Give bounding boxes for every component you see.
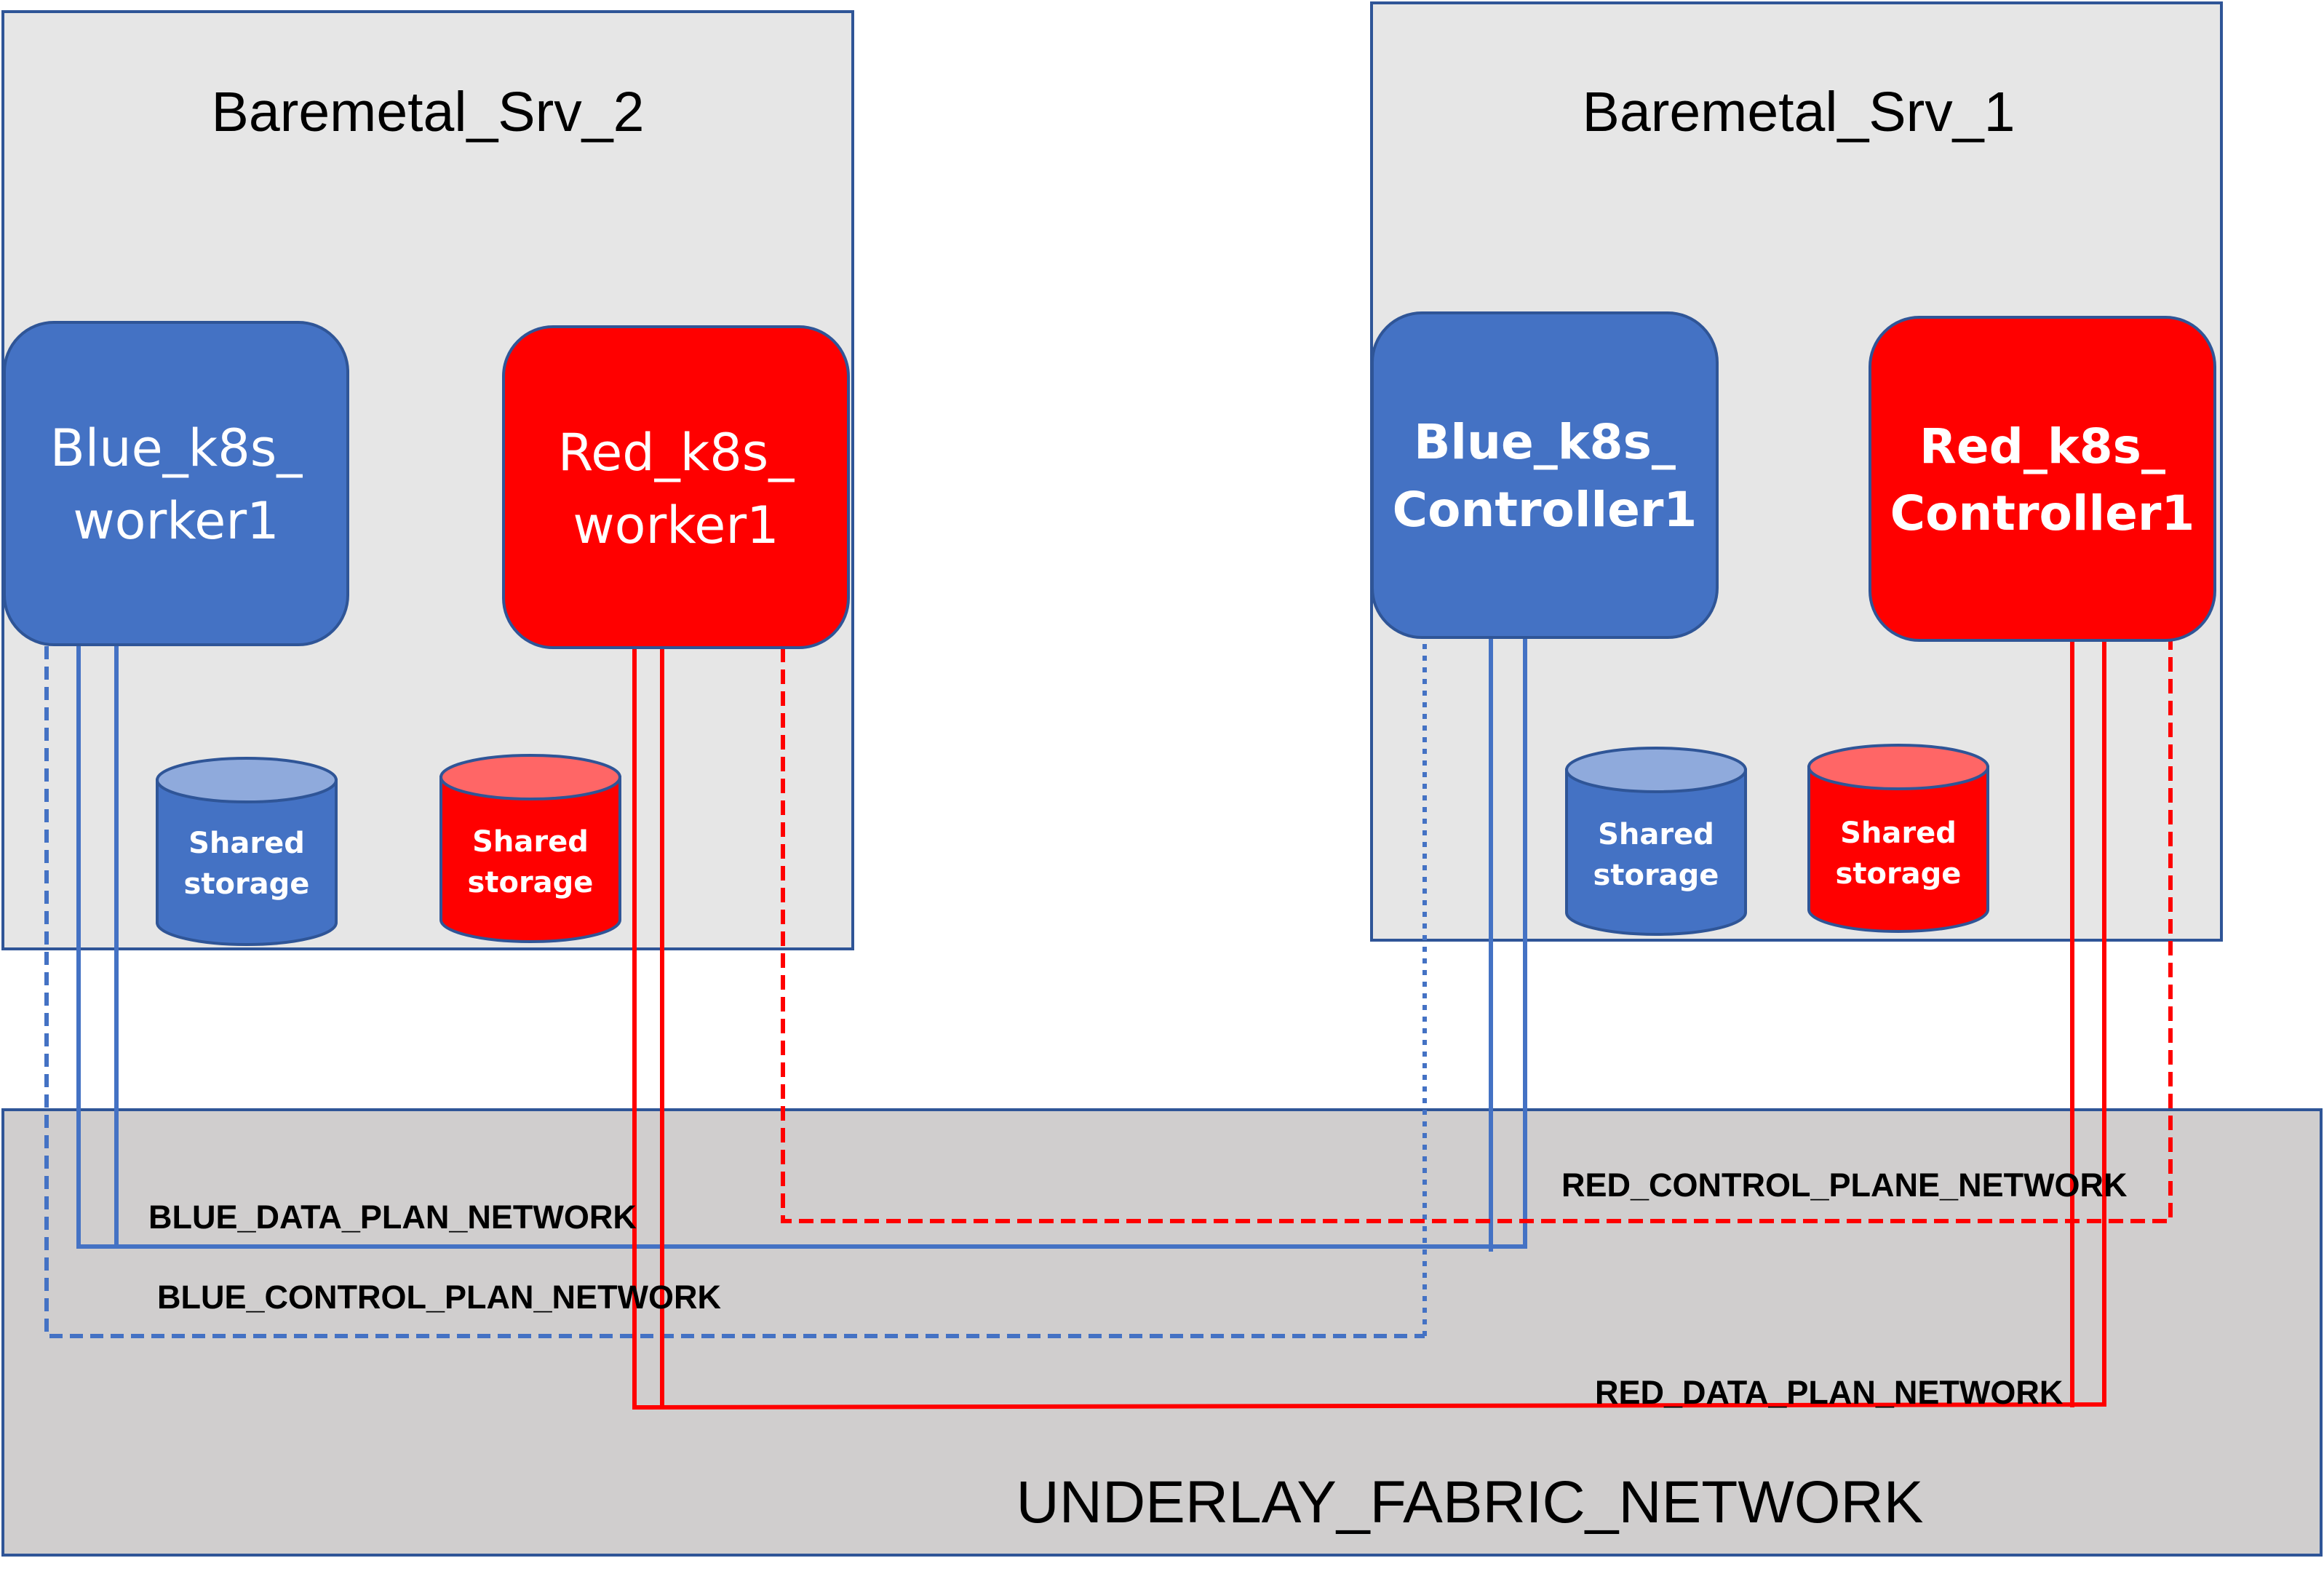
red-data-plan-network-lines	[632, 640, 2106, 1410]
storage-label-line1: Shared	[1840, 816, 1957, 850]
storage-cylinder-srv2-red: Shared storage	[439, 754, 621, 943]
blue-data-plan-network-label: BLUE_DATA_PLAN_NETWORK	[148, 1199, 637, 1236]
node-label-line1: Red_k8s_	[558, 423, 795, 482]
storage-cylinder-srv1-blue: Shared storage	[1565, 747, 1747, 936]
storage-cylinder-srv2-blue: Shared storage	[156, 757, 338, 946]
node-label-line2: worker1	[573, 496, 779, 555]
storage-label-line1: Shared	[188, 827, 305, 860]
node-label-line2: worker1	[73, 491, 279, 551]
red-data-plan-network-label: RED_DATA_PLAN_NETWORK	[1595, 1374, 2064, 1411]
storage-cylinder-srv1-red: Shared storage	[1807, 744, 1989, 933]
node-label-line2: Controller1	[1393, 482, 1698, 538]
storage-label-line2: storage	[468, 866, 594, 899]
blue-control-plan-network-label: BLUE_CONTROL_PLAN_NETWORK	[157, 1279, 722, 1316]
server-title-srv1: Baremetal_Srv_1	[1583, 81, 2015, 143]
node-blue-k8s-controller1: Blue_k8s_ Controller1	[1371, 311, 1719, 639]
node-red-k8s-worker1: Red_k8s_ worker1	[502, 325, 850, 649]
red-control-plane-network-line	[781, 640, 2173, 1223]
node-label-line1: Red_k8s_	[1919, 418, 2165, 474]
storage-label-line2: storage	[1836, 857, 1962, 891]
storage-label-line1: Shared	[1598, 818, 1714, 851]
storage-label-line1: Shared	[472, 825, 589, 859]
node-label-line1: Blue_k8s_	[50, 418, 303, 478]
red-control-plane-network-label: RED_CONTROL_PLANE_NETWORK	[1561, 1166, 2128, 1204]
node-blue-k8s-worker1: Blue_k8s_ worker1	[3, 321, 349, 646]
blue-control-plan-network-line	[44, 646, 1425, 1338]
node-label-line2: Controller1	[1890, 485, 2195, 541]
underlay-fabric-box	[1, 1108, 2323, 1557]
server-title-srv2: Baremetal_Srv_2	[212, 81, 645, 143]
storage-label-line2: storage	[1593, 859, 1719, 892]
blue-data-plan-network-lines	[76, 637, 1527, 1252]
storage-label-line2: storage	[184, 867, 310, 901]
node-label-line1: Blue_k8s_	[1414, 414, 1676, 470]
underlay-fabric-label: UNDERLAY_FABRIC_NETWORK	[1016, 1469, 1924, 1535]
node-red-k8s-controller1: Red_k8s_ Controller1	[1869, 316, 2216, 642]
